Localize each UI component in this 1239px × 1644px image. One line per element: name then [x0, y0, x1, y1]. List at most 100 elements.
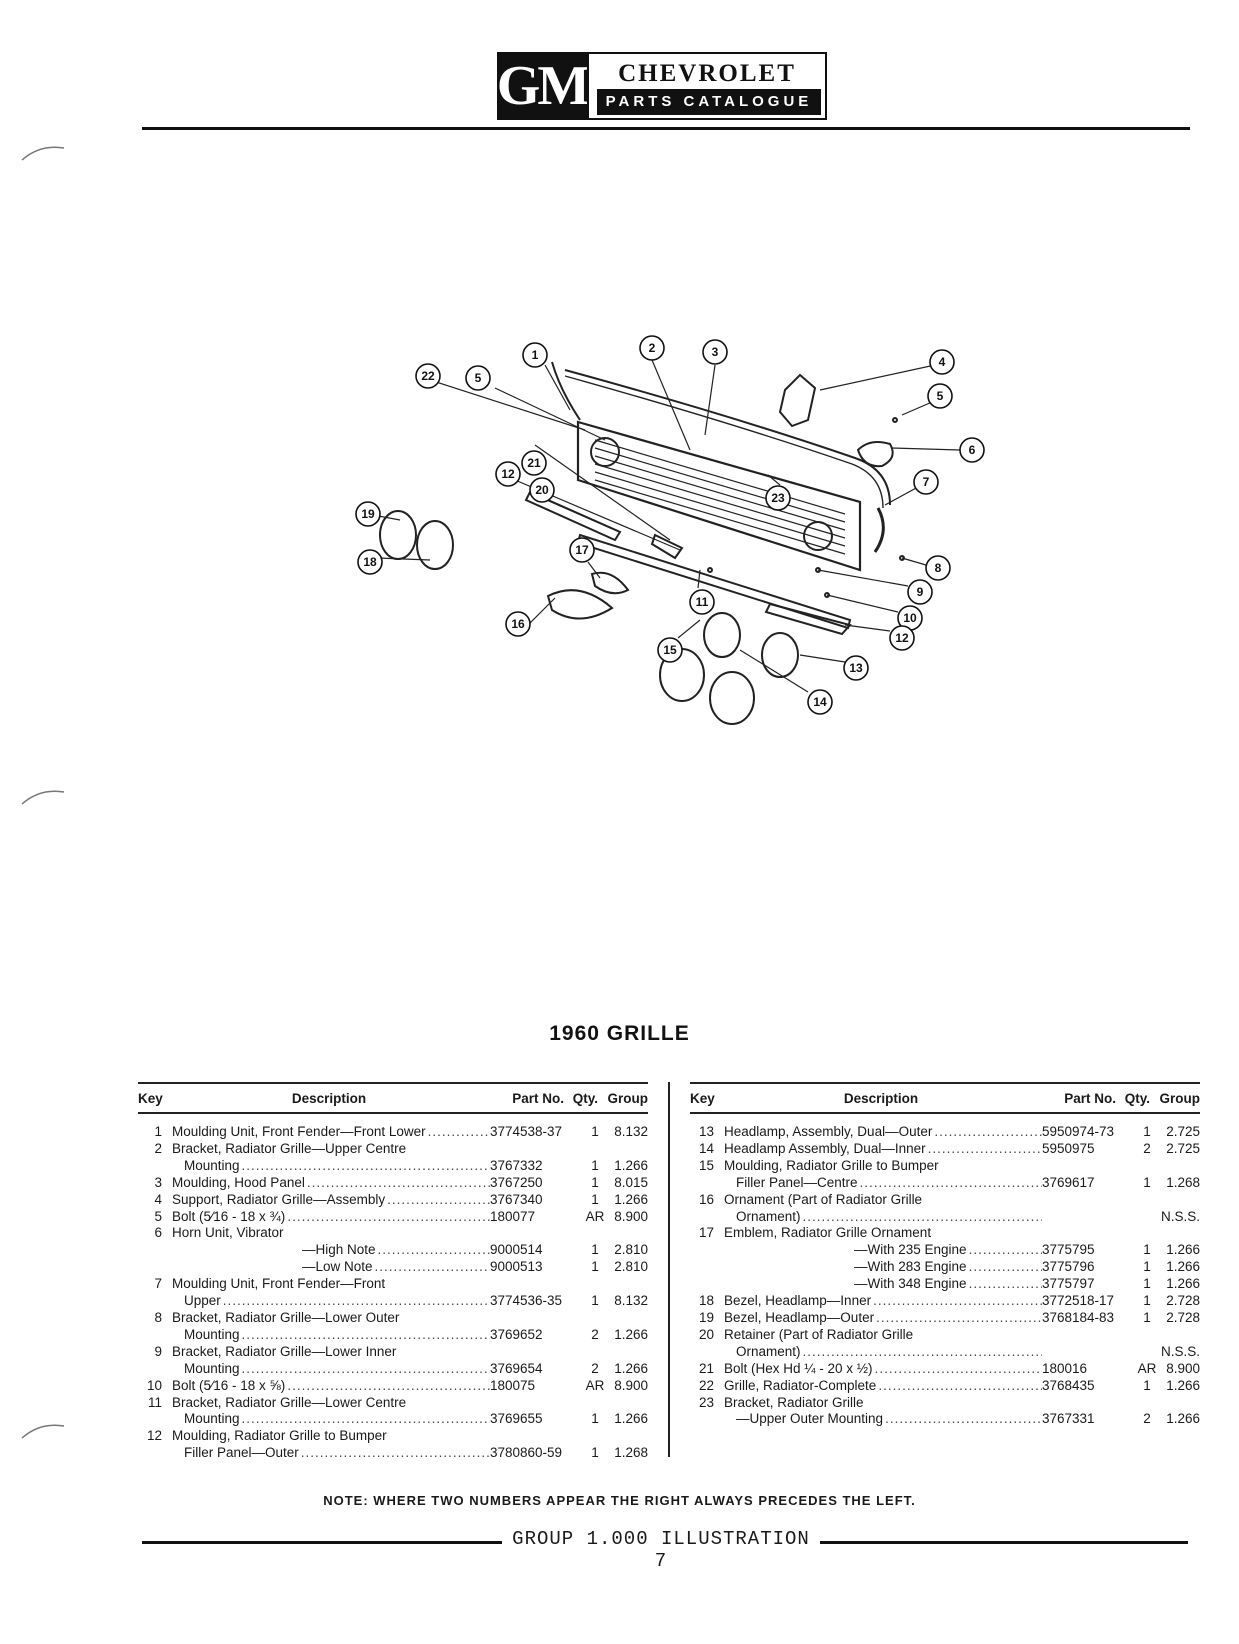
row-qty: 1 [1143, 1377, 1151, 1393]
leader-dots [876, 1378, 1042, 1395]
row-group: 2.725 [1166, 1140, 1200, 1156]
description-line: Ornament (Part of Radiator Grille [724, 1191, 923, 1207]
horn-part [856, 441, 894, 468]
row-key: 5 [154, 1208, 162, 1224]
row-qty: AR [585, 1208, 605, 1224]
leader-dots [305, 1175, 490, 1192]
description-line: Upper [184, 1293, 221, 1309]
leader-lines [377, 359, 961, 693]
row-part-no: 3768184-83 [1042, 1309, 1115, 1325]
description-line: Mounting [184, 1360, 240, 1376]
row-part-no: 3772518-17 [1042, 1293, 1115, 1309]
callout-16: 16 [505, 611, 531, 637]
svg-text:3: 3 [712, 345, 719, 359]
description-line: Mounting [184, 1411, 240, 1427]
row-qty [1136, 1327, 1158, 1344]
svg-text:9: 9 [917, 585, 924, 599]
row-group: 1.266 [614, 1157, 648, 1173]
row-group: 2.725 [1166, 1124, 1200, 1139]
leader-dots [285, 1209, 490, 1226]
row-key: 13 [698, 1124, 714, 1139]
row-qty: 1 [591, 1191, 599, 1207]
row-key: 20 [698, 1326, 714, 1342]
leader-dots [932, 1124, 1042, 1141]
row-key: 18 [698, 1293, 714, 1309]
col-group: Group [607, 1090, 649, 1106]
callout-23: 23 [765, 485, 791, 511]
svg-text:19: 19 [361, 507, 375, 521]
description-line: Bracket, Radiator Grille—Upper Centre [172, 1140, 407, 1156]
svg-text:17: 17 [575, 543, 589, 557]
row-qty: 1 [591, 1242, 599, 1258]
binder-mark-bottom [21, 1424, 65, 1439]
footnote: NOTE: WHERE TWO NUMBERS APPEAR THE RIGHT… [323, 1493, 916, 1508]
table-rule [138, 1112, 648, 1114]
callout-4: 4 [929, 349, 955, 375]
description-line: Bezel, Headlamp—Outer [724, 1309, 875, 1325]
row-key: 9 [154, 1343, 162, 1359]
row-qty: 1 [591, 1174, 599, 1190]
row-key: 19 [698, 1309, 714, 1325]
ornament-part [546, 589, 614, 620]
row-qty: 2 [591, 1326, 599, 1342]
row-description: Headlamp, Assembly, Dual—Outer [724, 1124, 1042, 1141]
row-part-no: 180075 [490, 1377, 536, 1393]
callout-12-left: 12 [495, 461, 521, 487]
leader-dots [874, 1310, 1042, 1327]
leader-dots [926, 1141, 1042, 1158]
row-qty: 1 [591, 1157, 599, 1173]
row-part-no: 3767331 [1042, 1411, 1095, 1427]
leader-dots [967, 1276, 1042, 1293]
row-key: 23 [698, 1394, 714, 1410]
description-line: Moulding, Radiator Grille to Bumper [724, 1157, 939, 1173]
row-description: —With 348 Engine [724, 1276, 1042, 1293]
row-group: 1.268 [614, 1445, 648, 1461]
exploded-grille-diagram: 1 2 3 4 5 5 6 7 8 9 10 11 12 12 13 14 15… [330, 330, 1010, 800]
table-row: —With 235 Engine377579511.266 [690, 1242, 1200, 1259]
table-row: —High Note900051412.810 [138, 1242, 648, 1259]
grille-headlamp-opening-right [803, 521, 833, 551]
bezel-inner-part [416, 520, 454, 570]
row-part-no: 3769655 [490, 1411, 543, 1427]
column-divider [668, 1082, 670, 1457]
row-part-no: 3775797 [1042, 1276, 1095, 1292]
row-group: 2.810 [614, 1259, 648, 1275]
row-description: —High Note [172, 1242, 490, 1259]
callout-19: 19 [355, 501, 381, 527]
emblem-part [590, 571, 630, 595]
description-line: —Upper Outer Mounting [736, 1411, 884, 1427]
description-line: Support, Radiator Grille—Assembly [172, 1191, 386, 1207]
row-key: 6 [154, 1225, 162, 1241]
leader-dots [967, 1259, 1042, 1276]
row-qty [1136, 1192, 1158, 1209]
catalogue-subtitle: PARTS CATALOGUE [597, 89, 821, 115]
callout-9: 9 [907, 579, 933, 605]
svg-text:21: 21 [527, 456, 541, 470]
callout-17: 17 [569, 537, 595, 563]
callout-21: 21 [521, 450, 547, 476]
svg-text:4: 4 [939, 355, 946, 369]
description-line: Moulding Unit, Front Fender—Front [172, 1276, 386, 1292]
svg-text:11: 11 [696, 595, 709, 609]
leader-dots [240, 1327, 490, 1344]
svg-text:12: 12 [501, 467, 515, 481]
row-part-no: 3769654 [490, 1360, 543, 1376]
row-part-no: 3775795 [1042, 1242, 1095, 1258]
row-part-no: 3780860-59 [490, 1445, 563, 1461]
row-group: 8.132 [614, 1293, 648, 1309]
row-key: 8 [154, 1309, 162, 1325]
binder-mark-middle [21, 790, 65, 805]
row-qty: 1 [591, 1445, 599, 1461]
